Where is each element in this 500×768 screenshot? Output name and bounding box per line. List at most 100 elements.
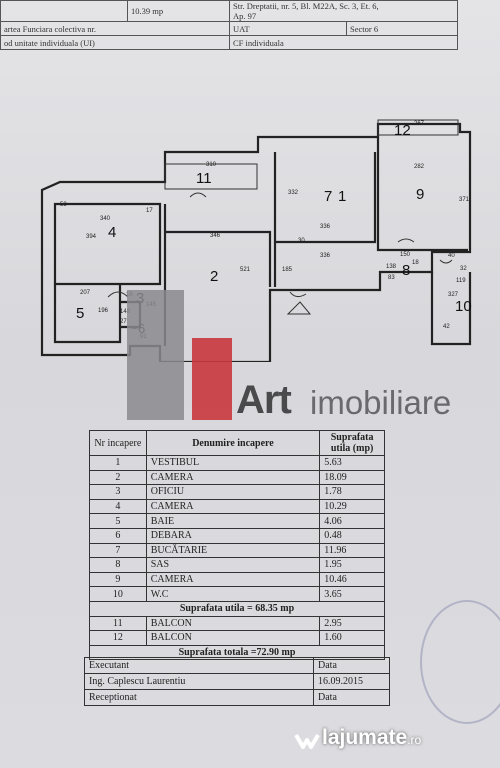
official-stamp (420, 600, 500, 724)
header-name: Denumire incapere (145, 430, 321, 456)
dim-label: 150 (400, 252, 411, 258)
room-area: 10.29 (319, 498, 385, 515)
data-label: Data (313, 657, 390, 674)
header-cf-individual: CF individuala (229, 35, 458, 50)
signature-table: Executant Data Ing. Caplescu Laurentiu 1… (84, 657, 390, 706)
executant-label: Executant (84, 657, 314, 674)
room-area: 0.48 (319, 527, 385, 544)
room-number: 7 (89, 542, 147, 559)
dim-label: 282 (414, 164, 425, 170)
room-name: OFICIU (145, 484, 321, 500)
header-value: 10.39 mp (127, 0, 230, 22)
room-name: DEBARA (145, 527, 321, 544)
header-label-ui: od unitate individuala (UI) (0, 35, 230, 50)
room-area: 1.78 (319, 484, 385, 500)
dim-label: 17 (146, 208, 153, 214)
room-number: 6 (89, 527, 147, 544)
dim-label: 332 (288, 190, 299, 196)
lajumate-logo[interactable]: lajumate.ro (322, 726, 422, 749)
floor-plan: 1 2 3 4 5 6 7 8 9 10 11 12 53 340 17 394… (0, 112, 500, 362)
dim-label: 148 (120, 309, 131, 315)
room-name: CAMERA (145, 469, 321, 486)
room-number: 5 (89, 513, 147, 529)
room-name: SAS (145, 557, 321, 573)
room-area: 4.06 (319, 513, 385, 529)
dim-label: 119 (456, 278, 466, 284)
room-name: BAIE (145, 513, 321, 529)
dim-label: 521 (240, 267, 251, 273)
signature-row: Ing. Caplescu Laurentiu 16.09.2015 (84, 673, 390, 690)
watermark-gray-block (127, 290, 184, 420)
dim-label: 40 (448, 253, 455, 259)
room-name: VESTIBUL (145, 455, 321, 471)
room-area: 11.96 (319, 542, 385, 559)
room-number: 4 (89, 498, 147, 515)
header-uat: UAT (229, 21, 347, 36)
executant-name: Ing. Caplescu Laurentiu (84, 673, 314, 690)
header-row: 10.39 mp Str. Dreptatii, nr. 5, Bl. M22A… (0, 0, 458, 22)
subtotal-row: Suprafata utila = 68.35 mp (89, 600, 385, 617)
dim-label: 336 (320, 253, 331, 259)
dim-label: 327 (448, 292, 459, 298)
dim-label: 336 (320, 224, 331, 230)
dim-label: 83 (388, 275, 395, 281)
room-name: W.C (145, 586, 321, 602)
header-row: artea Funciara colectiva nr. UAT Sector … (0, 21, 458, 36)
dim-label: 185 (282, 267, 293, 273)
receptionat-label: Receptionat (84, 689, 314, 706)
room-number: 9 (89, 571, 147, 588)
room-name: BALCON (145, 630, 321, 646)
watermark-red-block (192, 338, 232, 420)
header-nr: Nr incapere (89, 430, 147, 456)
room-label-7: 7 (324, 188, 333, 205)
lajumate-logo-icon (294, 733, 320, 749)
room-number: 3 (89, 484, 147, 500)
header-label-cf: artea Funciara colectiva nr. (0, 21, 230, 36)
header-row: od unitate individuala (UI) CF individua… (0, 35, 458, 50)
room-name: BALCON (145, 615, 321, 632)
room-label-9: 9 (416, 186, 425, 203)
floor-plan-drawing (40, 119, 472, 362)
data-label-2: Data (313, 689, 390, 706)
room-area: 1.95 (319, 557, 385, 573)
watermark-brand: Art (236, 378, 292, 422)
room-area: 1.60 (319, 630, 385, 646)
dim-label: 53 (60, 202, 67, 208)
room-number: 10 (89, 586, 147, 602)
room-number: 8 (89, 557, 147, 573)
dim-label: 196 (98, 308, 109, 314)
dim-label: 346 (210, 233, 221, 239)
room-label-4: 4 (108, 224, 117, 241)
dim-label: 340 (100, 216, 111, 222)
dim-label: 32 (460, 266, 467, 272)
room-label-2: 2 (210, 268, 219, 285)
room-area: 18.09 (319, 469, 385, 486)
room-number: 1 (89, 455, 147, 471)
header-address: Str. Dreptatii, nr. 5, Bl. M22A, Sc. 3, … (229, 0, 458, 22)
room-number: 11 (89, 615, 147, 632)
dim-label: 138 (386, 264, 397, 270)
dim-label: 18 (412, 260, 419, 266)
room-number: 12 (89, 630, 147, 646)
room-label-11: 11 (196, 170, 212, 187)
executant-date: 16.09.2015 (313, 673, 390, 690)
room-area: 5.63 (319, 455, 385, 471)
signature-row: Receptionat Data (84, 689, 390, 706)
dim-label: 394 (86, 234, 97, 240)
room-label-5: 5 (76, 305, 85, 322)
dim-label: 42 (443, 324, 450, 330)
room-label-10: 10 (455, 298, 472, 315)
room-label-1: 1 (338, 188, 347, 205)
